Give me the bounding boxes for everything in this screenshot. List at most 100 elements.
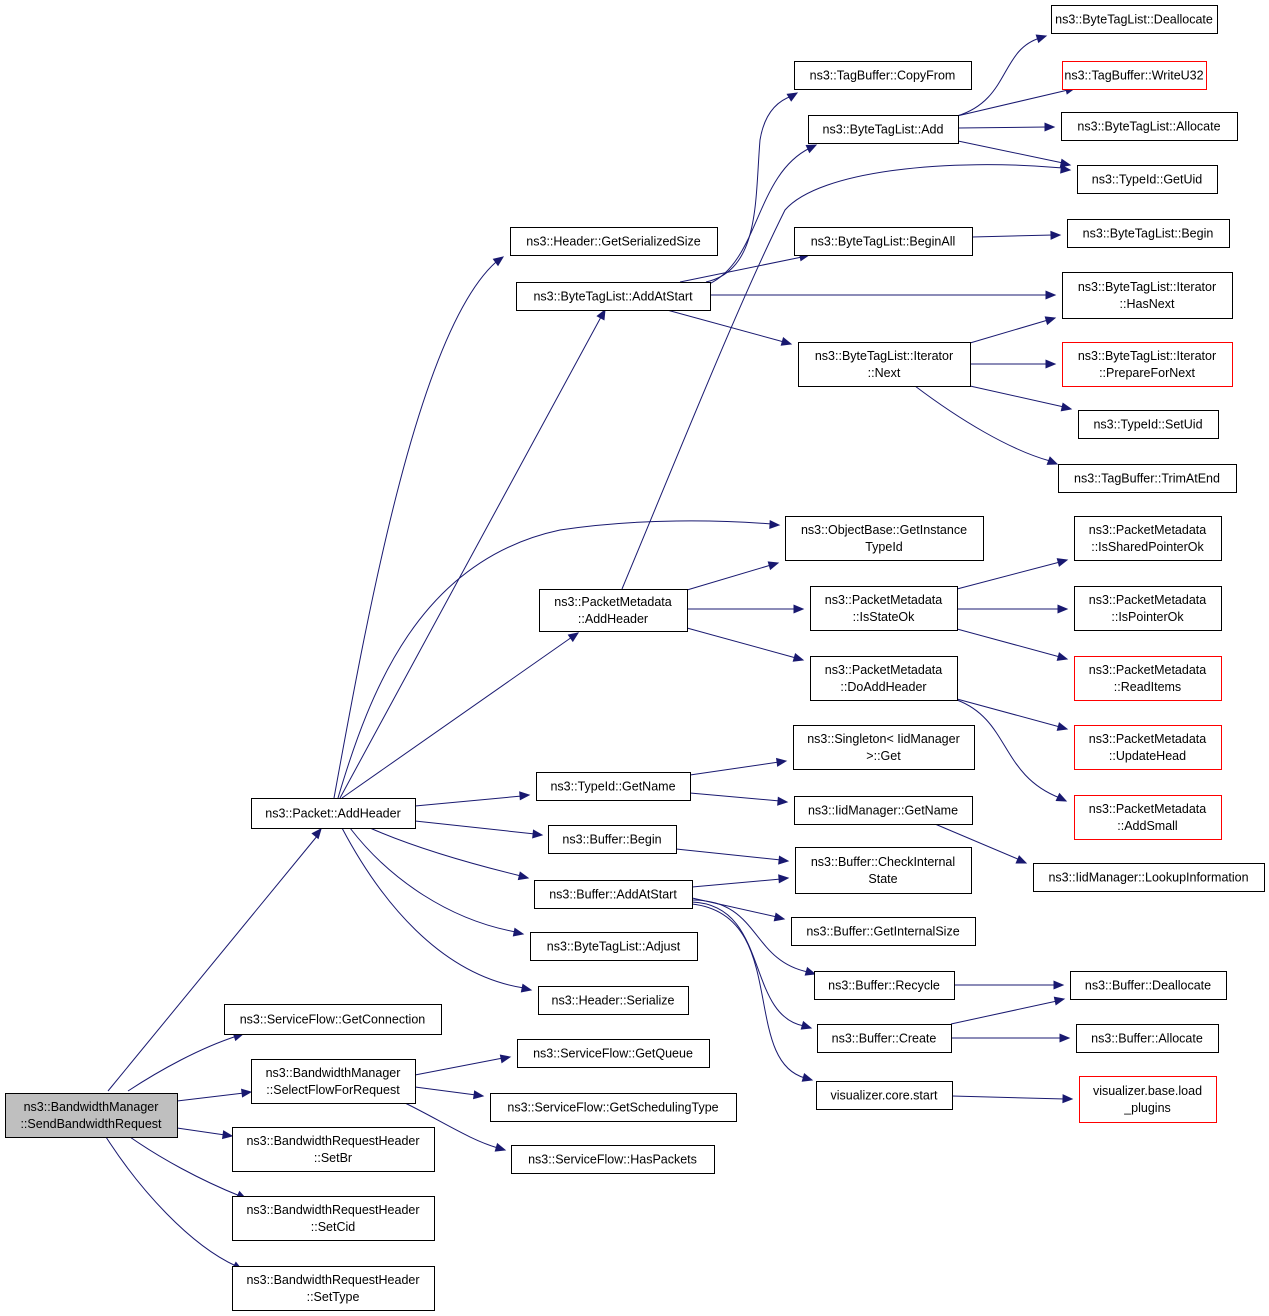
node-label-line: ns3::Singleton< IidManager (807, 732, 960, 746)
arrowhead (1050, 230, 1062, 240)
node-box (1033, 863, 1265, 892)
edge-n9-n23 (687, 604, 805, 614)
edge-n29-n47 (954, 980, 1065, 990)
node-box (232, 1266, 435, 1311)
function-node-n4[interactable]: ns3::BandwidthRequestHeader::SetBr (232, 1127, 435, 1172)
edge-line (404, 1102, 499, 1149)
function-node-n43[interactable]: ns3::PacketMetadata::ReadItems (1074, 656, 1222, 701)
function-node-n21[interactable]: ns3::ByteTagList::Iterator::Next (798, 342, 971, 387)
arrowhead (769, 520, 781, 530)
function-node-n38[interactable]: ns3::ByteTagList::Iterator::PrepareForNe… (1062, 342, 1233, 387)
arrowhead (780, 337, 793, 346)
arrowhead (1056, 722, 1069, 731)
node-box (1051, 5, 1218, 34)
edge-n8-n18 (705, 92, 799, 283)
function-node-n16[interactable]: ns3::ServiceFlow::GetSchedulingType (490, 1093, 737, 1122)
function-node-n3[interactable]: ns3::BandwidthManager::SelectFlowForRequ… (251, 1059, 416, 1104)
function-node-n40[interactable]: ns3::TagBuffer::TrimAtEnd (1058, 464, 1237, 493)
function-node-n1[interactable]: ns3::Packet::AddHeader (251, 798, 416, 829)
edge-n19-n34 (957, 122, 1056, 132)
function-node-n25[interactable]: ns3::Singleton< IidManager >::Get (793, 725, 975, 770)
node-label-line: >::Get (866, 749, 901, 763)
node-label-line: ns3::ServiceFlow::HasPackets (528, 1153, 697, 1167)
edge-n23-n41 (956, 558, 1069, 590)
function-node-n33[interactable]: ns3::TagBuffer::WriteU32 (1062, 61, 1207, 90)
arrowhead (492, 256, 505, 267)
edge-line (934, 823, 1021, 861)
edge-n8-n37 (710, 290, 1057, 300)
function-node-n28[interactable]: ns3::Buffer::GetInternalSize (791, 917, 976, 946)
edge-line (969, 385, 1065, 408)
function-node-n2[interactable]: ns3::ServiceFlow::GetConnection (224, 1004, 442, 1035)
edge-line (956, 89, 1069, 117)
node-label-line: ::SetCid (311, 1220, 356, 1234)
function-node-n7[interactable]: ns3::Header::GetSerializedSize (510, 227, 718, 256)
arrowhead (567, 632, 580, 643)
function-node-n45[interactable]: ns3::PacketMetadata::AddSmall (1074, 795, 1222, 840)
function-node-n35[interactable]: ns3::TypeId::GetUid (1077, 165, 1218, 194)
edge-line (414, 795, 523, 807)
function-node-n44[interactable]: ns3::PacketMetadata::UpdateHead (1074, 725, 1222, 770)
function-node-n14[interactable]: ns3::Header::Serialize (538, 986, 689, 1015)
function-node-n42[interactable]: ns3::PacketMetadata::IsPointerOk (1074, 586, 1222, 631)
edge-n1-n14 (341, 827, 533, 993)
edge-n10-n26 (689, 792, 789, 806)
function-node-n19[interactable]: ns3::ByteTagList::Add (808, 115, 959, 144)
function-node-n31[interactable]: visualizer.core.start (816, 1081, 953, 1110)
function-node-n15[interactable]: ns3::ServiceFlow::GetQueue (517, 1039, 710, 1068)
edge-line (349, 827, 517, 933)
function-node-n47[interactable]: ns3::Buffer::Deallocate (1070, 971, 1227, 1000)
function-node-n32[interactable]: ns3::ByteTagList::Deallocate (1051, 5, 1218, 34)
node-label-line: State (868, 872, 897, 886)
node-box (795, 847, 972, 894)
function-node-n26[interactable]: ns3::IidManager::GetName (794, 796, 973, 825)
function-node-n37[interactable]: ns3::ByteTagList::Iterator::HasNext (1062, 272, 1233, 319)
function-node-n0[interactable]: ns3::BandwidthManager::SendBandwidthRequ… (5, 1093, 178, 1138)
edge-line (969, 319, 1049, 344)
function-node-n24[interactable]: ns3::PacketMetadata::DoAddHeader (810, 656, 958, 701)
function-node-n12[interactable]: ns3::Buffer::AddAtStart (534, 880, 693, 909)
edge-n19-n33 (956, 85, 1077, 117)
function-node-n11[interactable]: ns3::Buffer::Begin (548, 825, 677, 854)
function-node-n29[interactable]: ns3::Buffer::Recycle (814, 971, 955, 1000)
node-box (785, 516, 984, 561)
function-node-n46[interactable]: ns3::IidManager::LookupInformation (1033, 863, 1265, 892)
function-node-n30[interactable]: ns3::Buffer::Create (817, 1024, 952, 1053)
node-label-line: ns3::PacketMetadata (1089, 732, 1206, 746)
function-node-n36[interactable]: ns3::ByteTagList::Begin (1067, 219, 1230, 248)
function-node-n48[interactable]: ns3::Buffer::Allocate (1076, 1024, 1219, 1053)
edge-n8-n21 (666, 309, 793, 346)
node-label-line: ns3::Packet::AddHeader (265, 807, 401, 821)
function-node-n8[interactable]: ns3::ByteTagList::AddAtStart (516, 282, 711, 311)
function-node-n6[interactable]: ns3::BandwidthRequestHeader::SetType (232, 1266, 435, 1311)
arrowhead (1044, 122, 1056, 132)
function-node-n5[interactable]: ns3::BandwidthRequestHeader::SetCid (232, 1196, 435, 1241)
function-node-n34[interactable]: ns3::ByteTagList::Allocate (1061, 112, 1238, 141)
edge-n24-n45 (956, 699, 1068, 802)
node-label-line: ::IsSharedPointerOk (1091, 540, 1204, 554)
node-label-line: ns3::ByteTagList::Begin (1083, 227, 1214, 241)
function-node-n49[interactable]: visualizer.base.load_plugins (1079, 1076, 1217, 1123)
function-node-n10[interactable]: ns3::TypeId::GetName (536, 772, 691, 801)
edge-n23-n43 (956, 628, 1069, 661)
arrowhead (805, 144, 818, 154)
edge-n9-n22 (686, 561, 780, 591)
edge-line (705, 95, 793, 283)
edge-n3-n16 (414, 1086, 485, 1100)
node-label-line: ns3::ByteTagList::Iterator (1078, 280, 1216, 294)
function-node-n18[interactable]: ns3::TagBuffer::CopyFrom (794, 61, 972, 90)
edge-line (689, 792, 781, 802)
function-node-n20[interactable]: ns3::ByteTagList::BeginAll (794, 227, 973, 256)
edge-n0-n6 (105, 1136, 244, 1271)
function-node-n41[interactable]: ns3::PacketMetadata::IsSharedPointerOk (1074, 516, 1222, 561)
node-box (1067, 219, 1230, 248)
function-node-n9[interactable]: ns3::PacketMetadata::AddHeader (539, 589, 688, 632)
function-node-n13[interactable]: ns3::ByteTagList::Adjust (530, 932, 698, 961)
function-node-n39[interactable]: ns3::TypeId::SetUid (1078, 410, 1219, 439)
function-node-n23[interactable]: ns3::PacketMetadata::IsStateOk (810, 586, 958, 631)
node-label-line: ::IsPointerOk (1111, 610, 1184, 624)
function-node-n17[interactable]: ns3::ServiceFlow::HasPackets (511, 1145, 715, 1174)
edge-line (957, 126, 1048, 129)
